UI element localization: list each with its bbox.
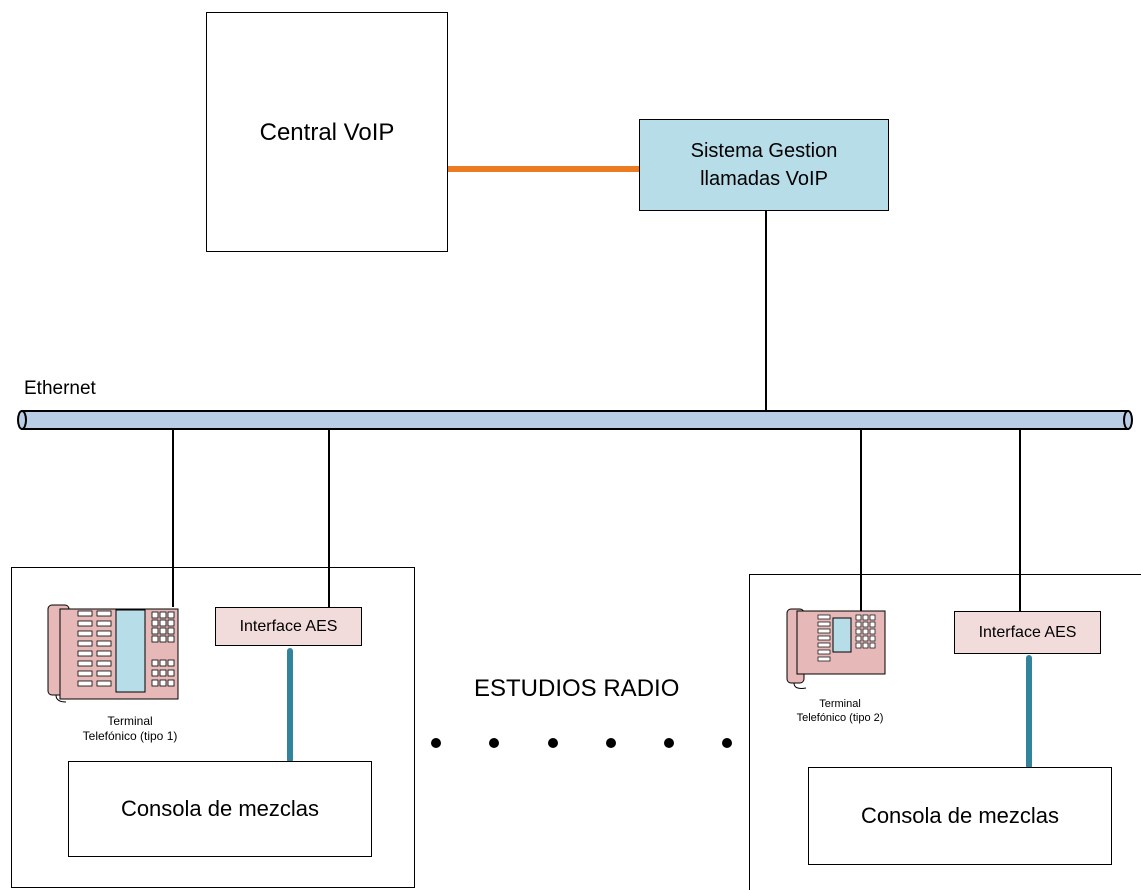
console-right: Consola de mezclas [808, 767, 1112, 865]
central-voip-label: Central VoIP [259, 119, 395, 146]
console-left-label: Consola de mezclas [120, 796, 320, 821]
console-right-label: Consola de mezclas [860, 803, 1060, 828]
studio-left-container [11, 567, 415, 888]
central-gestion-link [448, 166, 640, 172]
gestion-label-line1: Sistema Gestion [690, 140, 838, 162]
drop-line-right-interface [1019, 429, 1021, 611]
drop-line-left-interface [328, 429, 330, 608]
interface-aes-left-label: Interface AES [239, 617, 338, 635]
phone-caption-tipo2: Terminal Telefónico (tipo 2) [796, 698, 884, 724]
estudios-radio-label: ESTUDIOS RADIO [474, 675, 680, 702]
interface-aes-right-label: Interface AES [978, 623, 1077, 641]
console-left: Consola de mezclas [68, 761, 372, 857]
interface-aes-right: Interface AES [954, 611, 1101, 654]
drop-line-left-phone [172, 429, 174, 607]
phone-caption-tipo1: Terminal Telefónico (tipo 1) [82, 714, 178, 743]
teal-link-right [1026, 655, 1032, 769]
drop-line-right-phone [860, 429, 862, 611]
studio-right-container [749, 574, 1141, 890]
gestion-ethernet-line [765, 211, 767, 411]
ethernet-label: Ethernet [24, 378, 96, 399]
interface-aes-left: Interface AES [215, 607, 362, 646]
gestion-box: Sistema Gestion llamadas VoIP [639, 119, 889, 211]
teal-link-left [287, 648, 293, 763]
gestion-label-line2: llamadas VoIP [700, 168, 828, 190]
central-voip-box: Central VoIP [206, 12, 448, 252]
